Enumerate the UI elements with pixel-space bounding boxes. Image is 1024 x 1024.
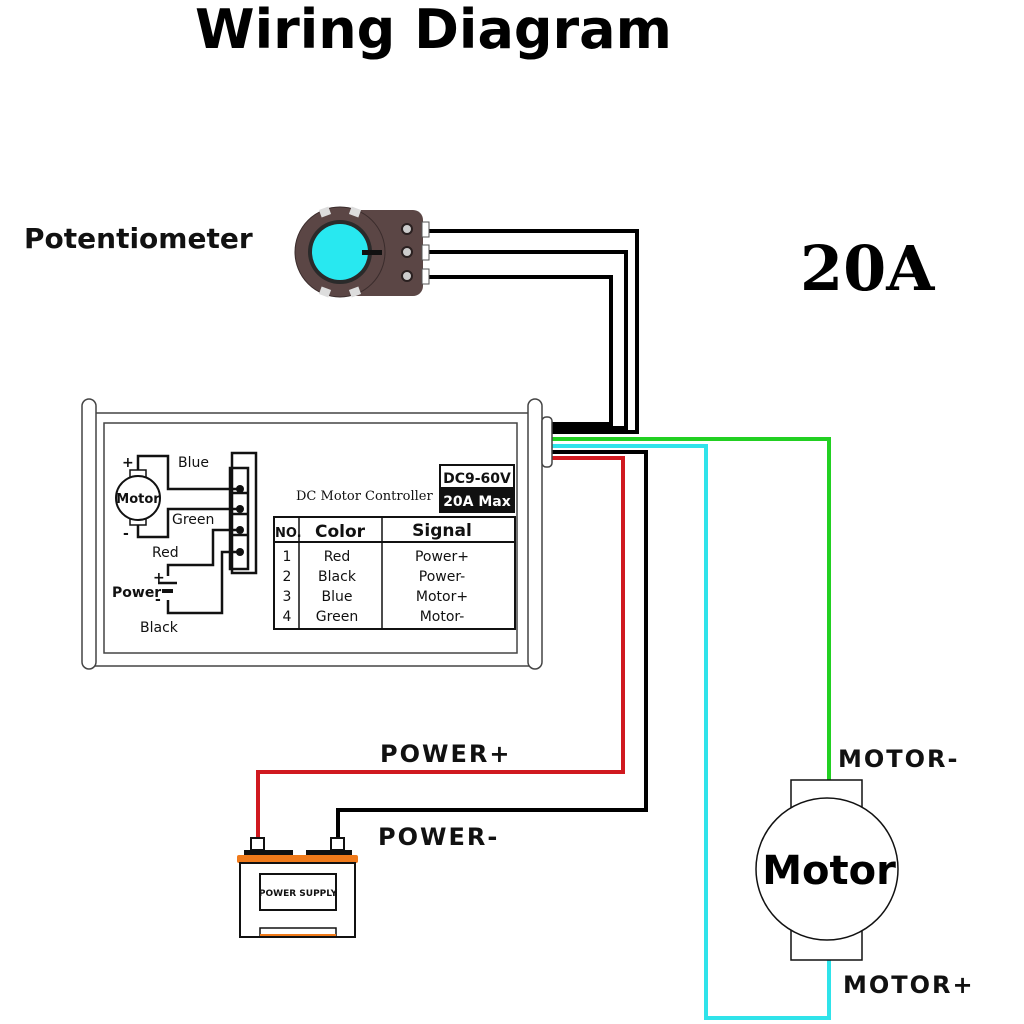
rating-label: 20A bbox=[800, 232, 935, 305]
controller-cable-gland bbox=[541, 416, 553, 468]
mini-schematic bbox=[136, 451, 258, 615]
mini-power-label: Power bbox=[112, 585, 161, 601]
motor-icon: Motor bbox=[755, 779, 899, 961]
table-cell-signal: Power+ bbox=[415, 549, 469, 565]
table-header-no: NO. bbox=[275, 526, 302, 541]
table-cell-no: 1 bbox=[283, 549, 292, 565]
power-supply-icon: POWER SUPPLY bbox=[237, 837, 358, 938]
battery-lid bbox=[237, 855, 358, 863]
table-cell-signal: Power- bbox=[419, 569, 465, 585]
wire-motor-plus bbox=[548, 444, 831, 1020]
mini-label-blue: Blue bbox=[178, 455, 209, 471]
pot-pointer bbox=[362, 250, 382, 255]
table-header-signal: Signal bbox=[412, 521, 472, 541]
potentiometer-wires bbox=[428, 229, 639, 434]
dc-motor-controller: Motor + - Blue Green Red Black + - Power… bbox=[81, 398, 553, 670]
table-cell-no: 2 bbox=[283, 569, 292, 585]
controller-right-flange bbox=[527, 398, 543, 670]
table-cell-signal: Motor+ bbox=[416, 589, 468, 605]
mini-motor-icon bbox=[115, 475, 161, 521]
table-cell-color: Green bbox=[316, 609, 358, 625]
controller-name: DC Motor Controller bbox=[296, 489, 433, 504]
wire-power-plus bbox=[256, 456, 625, 840]
mini-power-minus: - bbox=[155, 592, 161, 608]
wire-power-minus bbox=[336, 450, 648, 840]
signal-table: NO. Color Signal 1 Red Power+ 2 Black Power- 3… bbox=[273, 516, 516, 630]
mini-motor-minus: - bbox=[123, 526, 129, 542]
pot-wire-1 bbox=[428, 229, 639, 434]
table-header-color: Color bbox=[315, 522, 366, 542]
motor-plus-label: MOTOR+ bbox=[843, 971, 975, 999]
table-cell-color: Red bbox=[324, 549, 351, 565]
motor-minus-label: MOTOR- bbox=[838, 745, 960, 773]
power-minus-label: POWER- bbox=[378, 823, 499, 851]
voltage-rating: DC9-60V bbox=[443, 471, 511, 487]
pot-wire-3 bbox=[428, 275, 613, 426]
mini-motor-label: Motor bbox=[116, 492, 160, 507]
diagram-title: Wiring Diagram bbox=[195, 0, 672, 61]
terminal-dots bbox=[236, 485, 244, 556]
motor-label: Motor bbox=[762, 848, 896, 894]
mini-label-red: Red bbox=[152, 545, 179, 561]
potentiometer-label: Potentiometer bbox=[24, 222, 253, 255]
power-plus-label: POWER+ bbox=[380, 740, 511, 768]
pot-knob bbox=[312, 224, 368, 280]
controller-output-wires bbox=[256, 437, 831, 1020]
mini-label-green: Green bbox=[172, 512, 214, 528]
pot-wire-2 bbox=[428, 250, 628, 430]
mini-power-plus: + bbox=[153, 570, 165, 586]
wire-motor-minus bbox=[548, 437, 831, 780]
table-cell-signal: Motor- bbox=[420, 609, 465, 625]
mini-motor-plus: + bbox=[122, 455, 134, 471]
mini-label-black: Black bbox=[140, 620, 179, 636]
table-cell-no: 4 bbox=[283, 609, 292, 625]
table-cell-no: 3 bbox=[283, 589, 292, 605]
power-supply-label: POWER SUPPLY bbox=[259, 889, 338, 899]
current-rating: 20A Max bbox=[443, 494, 511, 510]
controller-left-flange bbox=[81, 398, 97, 670]
potentiometer-icon bbox=[294, 206, 430, 298]
table-cell-color: Black bbox=[318, 569, 357, 585]
table-cell-color: Blue bbox=[322, 589, 353, 605]
